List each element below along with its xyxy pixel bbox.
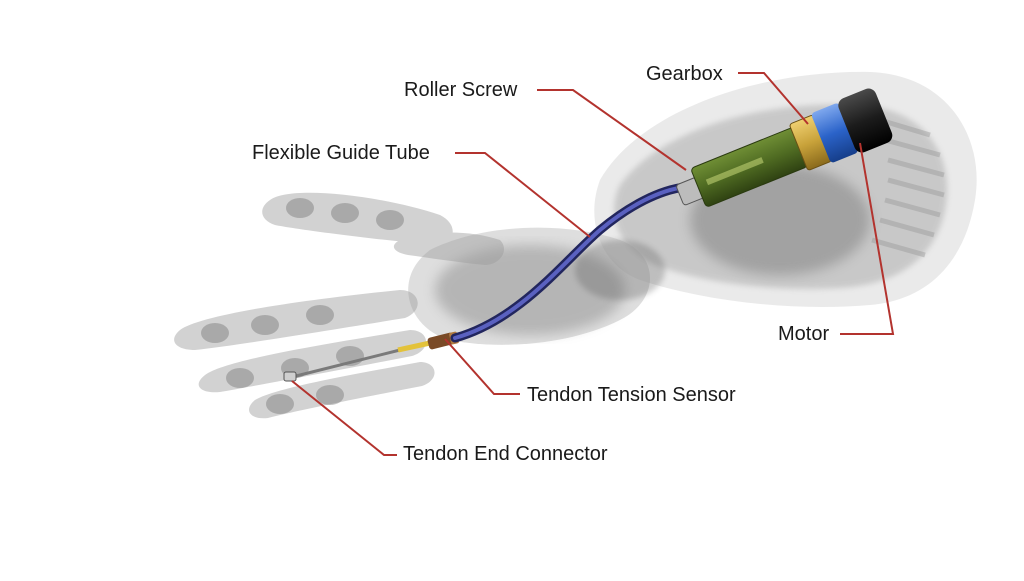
label-gearbox: Gearbox	[646, 63, 723, 85]
ghost-hand	[408, 227, 665, 345]
label-tendon-tension-sensor: Tendon Tension Sensor	[527, 384, 736, 406]
guide-tube-highlight	[453, 185, 687, 340]
label-motor: Motor	[778, 323, 830, 345]
tendon-yellow-segment	[397, 340, 431, 353]
leader-roller-screw	[537, 89, 687, 171]
motor-band	[811, 103, 858, 163]
label-tendon-end-connector: Tendon End Connector	[403, 443, 608, 465]
label-flexible-guide-tube: Flexible Guide Tube	[252, 142, 430, 164]
motor-cap	[838, 88, 893, 153]
leader-motor	[840, 142, 895, 335]
label-roller-screw: Roller Screw	[404, 79, 518, 101]
leader-gearbox	[738, 72, 809, 125]
leader-end-connector	[291, 380, 397, 456]
leader-guide-tube	[455, 152, 591, 238]
tendon-end-connector-part	[283, 371, 297, 382]
leader-lines	[291, 72, 895, 456]
ghost-fingers	[174, 192, 505, 419]
leader-tension-sensor	[444, 338, 520, 395]
tendon-cable	[291, 348, 401, 379]
actuator-assembly	[676, 88, 893, 207]
